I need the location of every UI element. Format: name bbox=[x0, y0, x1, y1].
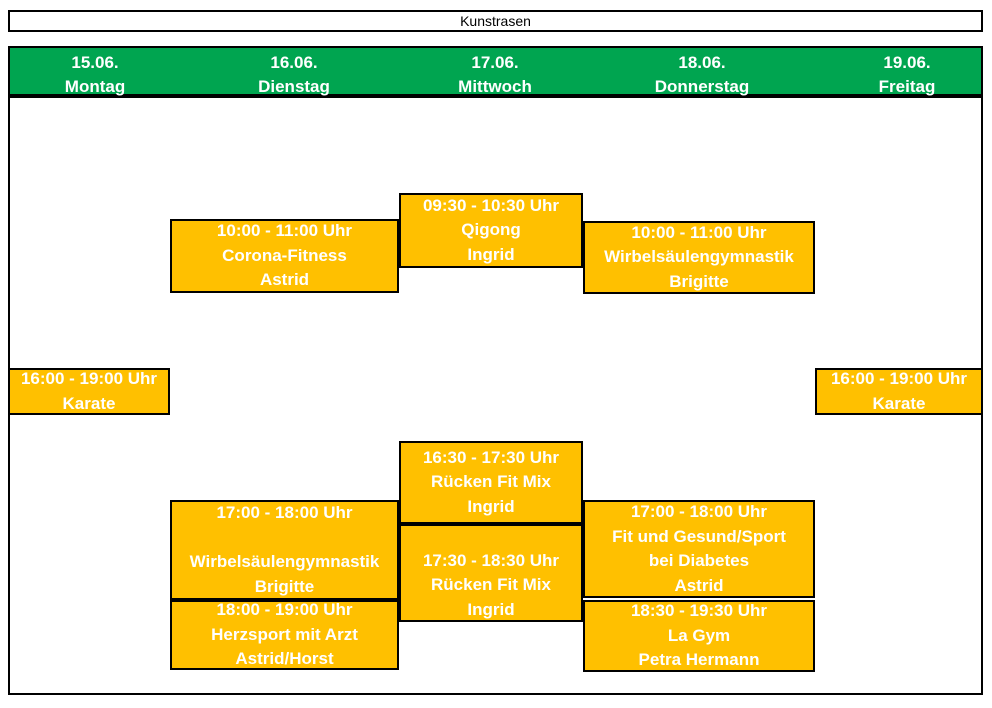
event-line: Fit und Gesund/Sport bbox=[612, 526, 786, 546]
day-header-dienstag: 16.06. Dienstag bbox=[258, 51, 330, 99]
event-line: 16:00 - 19:00 Uhr bbox=[20, 369, 158, 388]
day-date: 17.06. bbox=[471, 53, 519, 72]
day-header-donnerstag: 18.06. Donnerstag bbox=[655, 51, 749, 99]
event-line: Brigitte bbox=[669, 271, 729, 291]
event-line: bei Diabetes bbox=[648, 551, 750, 570]
event-line: 10:00 - 11:00 Uhr bbox=[216, 221, 353, 241]
schedule-title-box: Kunstrasen bbox=[8, 10, 983, 32]
event-line bbox=[401, 524, 581, 549]
day-header-mittwoch: 17.06. Mittwoch bbox=[458, 51, 532, 99]
schedule-title: Kunstrasen bbox=[460, 13, 531, 29]
event-line: 18:00 - 19:00 Uhr bbox=[216, 600, 353, 620]
event-line: Wirbelsäulengymnastik bbox=[604, 247, 794, 267]
event-line: Astrid bbox=[259, 270, 310, 290]
event-line: Brigitte bbox=[254, 576, 315, 596]
event-line: 17:30 - 18:30 Uhr bbox=[422, 550, 560, 570]
event-line: 10:00 - 11:00 Uhr bbox=[631, 222, 767, 242]
day-name: Montag bbox=[64, 77, 126, 96]
event-line: Karate bbox=[62, 393, 116, 413]
day-header-row: 15.06. Montag 16.06. Dienstag 17.06. Mittwoch… bbox=[8, 46, 983, 96]
day-name: Freitag bbox=[878, 77, 936, 96]
event-line: 18:30 - 19:30 Uhr bbox=[630, 601, 768, 621]
event-line: Rücken Fit Mix bbox=[431, 575, 551, 594]
event-line: Karate bbox=[872, 393, 926, 413]
event-line: Astrid bbox=[674, 575, 724, 595]
day-name: Mittwoch bbox=[458, 77, 532, 96]
event-line: Ingrid bbox=[467, 599, 515, 619]
day-date: 18.06. bbox=[678, 53, 726, 72]
event-line: Wirbelsäulengymnastik bbox=[189, 552, 380, 571]
event-line: Ingrid bbox=[467, 496, 515, 516]
day-date: 15.06. bbox=[71, 53, 119, 72]
event-line: Rücken Fit Mix bbox=[431, 472, 551, 492]
event-line bbox=[172, 526, 397, 551]
event-line: 16:30 - 17:30 Uhr bbox=[422, 447, 560, 467]
day-name: Donnerstag bbox=[654, 77, 750, 96]
day-date: 19.06. bbox=[883, 53, 931, 72]
event-line: 17:00 - 18:00 Uhr bbox=[630, 502, 768, 521]
event-line: 16:00 - 19:00 Uhr bbox=[830, 369, 968, 388]
event-line: Ingrid bbox=[467, 244, 515, 264]
event-line: Astrid/Horst bbox=[235, 649, 334, 669]
event-line: Corona-Fitness bbox=[222, 245, 347, 265]
day-date: 16.06. bbox=[270, 53, 318, 72]
event-line: Petra Hermann bbox=[638, 650, 760, 670]
event-line: 17:00 - 18:00 Uhr bbox=[216, 503, 353, 522]
day-header-freitag: 19.06. Freitag bbox=[879, 51, 936, 99]
event-line: Herzsport mit Arzt bbox=[211, 624, 358, 644]
day-header-montag: 15.06. Montag bbox=[65, 51, 125, 99]
event-line: La Gym bbox=[667, 625, 731, 645]
event-line: Qigong bbox=[461, 220, 521, 240]
event-line: 09:30 - 10:30 Uhr bbox=[422, 195, 560, 215]
day-name: Dienstag bbox=[258, 77, 330, 96]
